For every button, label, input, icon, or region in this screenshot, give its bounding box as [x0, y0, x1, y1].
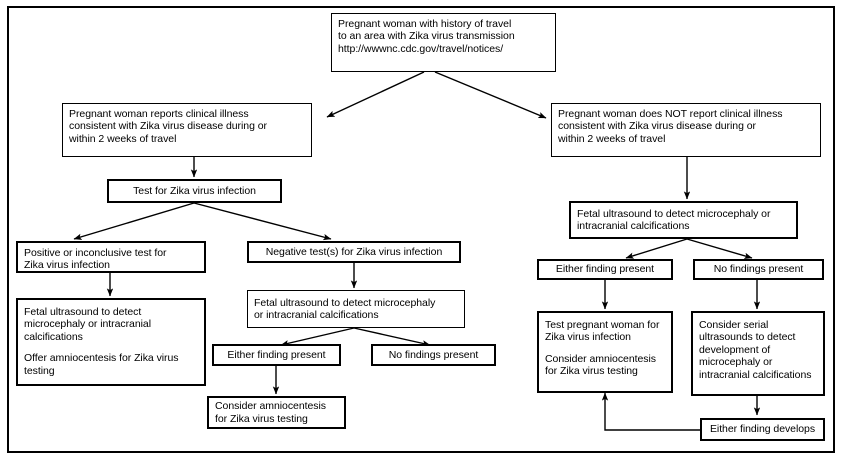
node-left-ultrasound-offer[interactable]: Fetal ultrasound to detect microcephaly … — [16, 298, 206, 386]
either-finding-develops-label: Either finding develops — [709, 423, 816, 436]
mid-ultrasound-line-2: or intracranial calcifications — [254, 309, 379, 321]
reports-illness-line-3: within 2 weeks of travel — [69, 132, 177, 145]
node-right-ultrasound[interactable]: Fetal ultrasound to detect microcephaly … — [569, 201, 798, 239]
mid-consider-amnio-line-2: for Zika virus testing — [215, 412, 308, 425]
node-not-report-illness[interactable]: Pregnant woman does NOT report clinical … — [551, 103, 821, 157]
node-right-serial-ultrasounds[interactable]: Consider serial ultrasounds to detect de… — [691, 311, 825, 396]
serial-ultrasounds-line-4: microcephaly or — [699, 356, 773, 369]
right-test-pregnant-paragraph-1: Test pregnant woman for Zika virus infec… — [545, 319, 660, 344]
left-ultrasound-paragraph-2: Offer amniocentesis for Zika virus testi… — [24, 352, 179, 377]
mid-consider-amnio-line-1: Consider amniocentesis — [215, 400, 326, 413]
negative-test-label: Negative test(s) for Zika virus infectio… — [265, 245, 443, 258]
positive-test-line-1: Positive or inconclusive test for — [24, 247, 167, 259]
mid-ultrasound-line-1: Fetal ultrasound to detect microcephaly — [254, 296, 436, 309]
positive-test-line-2: Zika virus infection — [24, 259, 110, 272]
node-right-either-finding[interactable]: Either finding present — [537, 259, 673, 280]
node-right-no-findings[interactable]: No findings present — [693, 259, 824, 280]
node-travel-history[interactable]: Pregnant woman with history of travel to… — [331, 13, 556, 72]
node-mid-ultrasound[interactable]: Fetal ultrasound to detect microcephaly … — [247, 290, 465, 328]
serial-ultrasounds-line-3: development of — [699, 343, 771, 356]
reports-illness-line-1: Pregnant woman reports clinical illness — [69, 108, 249, 120]
serial-ultrasounds-line-1: Consider serial — [699, 319, 769, 331]
node-negative-test[interactable]: Negative test(s) for Zika virus infectio… — [247, 241, 461, 263]
test-for-zika-label: Test for Zika virus infection — [133, 184, 256, 197]
travel-history-line-2: to an area with Zika virus transmission — [338, 30, 515, 43]
node-test-for-zika[interactable]: Test for Zika virus infection — [107, 179, 282, 203]
mid-either-finding-label: Either finding present — [227, 348, 326, 361]
right-no-findings-label: No findings present — [713, 263, 804, 276]
node-mid-consider-amnio[interactable]: Consider amniocentesis for Zika virus te… — [207, 396, 346, 429]
node-mid-no-findings[interactable]: No findings present — [371, 344, 496, 366]
node-reports-illness[interactable]: Pregnant woman reports clinical illness … — [62, 103, 312, 157]
right-ultrasound-line-2: intracranial calcifications — [577, 220, 690, 232]
travel-history-line-3: http://wwwnc.cdc.gov/travel/notices/ — [338, 42, 504, 55]
travel-history-line-1: Pregnant woman with history of travel — [338, 18, 512, 30]
node-right-test-pregnant[interactable]: Test pregnant woman for Zika virus infec… — [537, 311, 673, 393]
node-either-finding-develops[interactable]: Either finding develops — [700, 418, 825, 441]
not-report-illness-line-1: Pregnant woman does NOT report clinical … — [558, 108, 783, 120]
node-positive-test[interactable]: Positive or inconclusive test for Zika v… — [16, 241, 206, 273]
reports-illness-line-2: consistent with Zika virus disease durin… — [69, 120, 267, 133]
not-report-illness-line-3: within 2 weeks of travel — [558, 132, 666, 145]
right-test-pregnant-paragraph-2: Consider amniocentesis for Zika virus te… — [545, 352, 656, 378]
serial-ultrasounds-line-5: intracranial calcifications — [699, 368, 812, 381]
left-ultrasound-paragraph-1: Fetal ultrasound to detect microcephaly … — [24, 306, 151, 343]
node-mid-either-finding[interactable]: Either finding present — [212, 344, 341, 366]
serial-ultrasounds-line-2: ultrasounds to detect — [699, 331, 796, 344]
mid-no-findings-label: No findings present — [388, 348, 479, 361]
right-either-finding-label: Either finding present — [555, 263, 655, 276]
right-ultrasound-line-1: Fetal ultrasound to detect microcephaly … — [577, 207, 771, 220]
not-report-illness-line-2: consistent with Zika virus disease durin… — [558, 120, 756, 133]
diagram-outer-frame — [7, 6, 835, 453]
